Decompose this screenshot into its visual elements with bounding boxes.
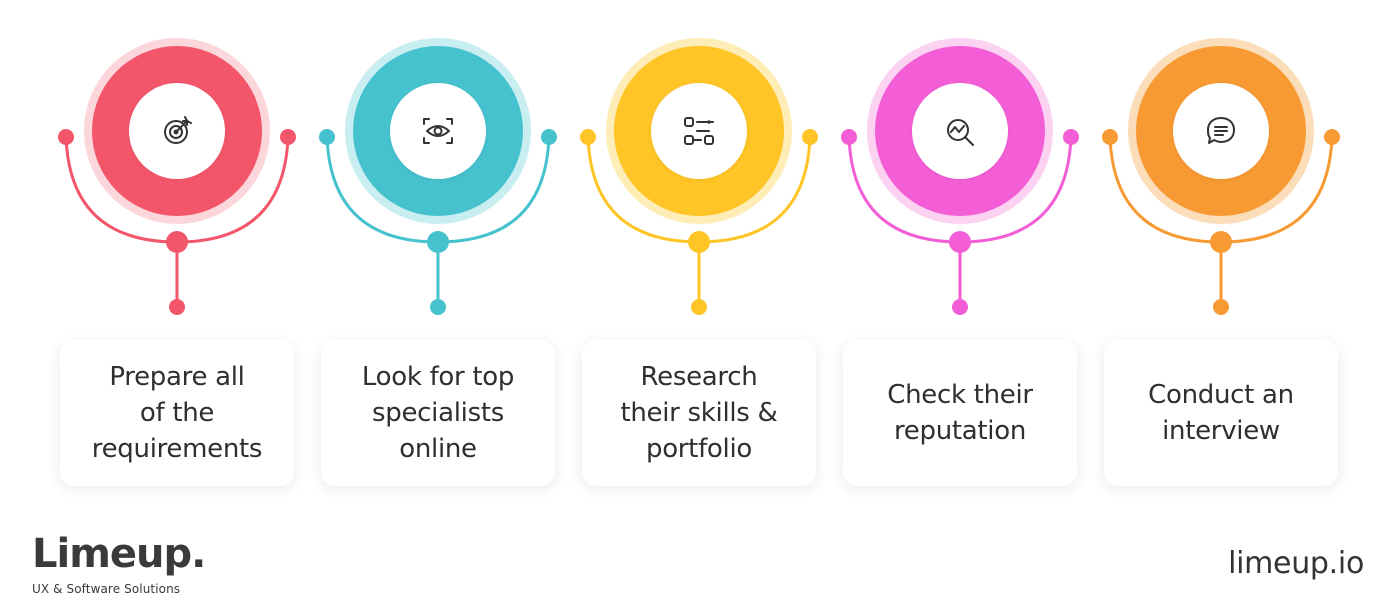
process-step: Prepare all of the requirements [46, 0, 308, 500]
step-card: Check their reputation [843, 340, 1077, 486]
step-label-line: requirements [91, 434, 263, 464]
step-label-line: portfolio [645, 434, 752, 464]
process-step: Look for top specialists online [307, 0, 569, 500]
logo-wordmark: Limeup. [32, 531, 206, 577]
step-connector [580, 129, 818, 315]
step-label-line: Research [640, 362, 758, 392]
step-label-line: interview [1162, 416, 1280, 446]
process-step: Conduct an interview [1090, 0, 1352, 500]
step-label: Research their skills & portfolio [620, 359, 777, 467]
chat-bubble-icon [1173, 83, 1269, 179]
step-label-line: Look for top [361, 362, 515, 392]
step-card: Conduct an interview [1104, 340, 1338, 486]
eye-scan-icon [390, 83, 486, 179]
step-connector [319, 129, 557, 315]
step-label-line: their skills & [620, 398, 778, 428]
step-label-line: of the [139, 398, 215, 428]
logo-tagline: UX & Software Solutions [32, 582, 181, 596]
process-step: Check their reputation [829, 0, 1091, 500]
step-card: Look for top specialists online [321, 340, 555, 486]
step-connector [58, 129, 296, 315]
step-label-line: online [399, 434, 477, 464]
step-label: Look for top specialists online [362, 359, 514, 467]
step-label: Check their reputation [887, 377, 1033, 449]
website-link[interactable]: limeup.io [1228, 546, 1364, 581]
target-arrow-icon [129, 83, 225, 179]
step-label-line: Conduct an [1148, 380, 1294, 410]
step-label-line: reputation [893, 416, 1027, 446]
nodes-icon [651, 83, 747, 179]
step-card: Prepare all of the requirements [60, 340, 294, 486]
step-card: Research their skills & portfolio [582, 340, 816, 486]
step-label: Conduct an interview [1148, 377, 1294, 449]
step-label-line: Check their [887, 380, 1033, 410]
step-label-line: specialists [372, 398, 504, 428]
step-label: Prepare all of the requirements [91, 359, 263, 467]
step-label-line: Prepare all [109, 362, 245, 392]
step-connector [841, 129, 1079, 315]
limeup-logo: Limeup. UX & Software Solutions [32, 531, 206, 596]
analytics-search-icon [912, 83, 1008, 179]
process-step: Research their skills & portfolio [568, 0, 830, 500]
step-connector [1102, 129, 1340, 315]
